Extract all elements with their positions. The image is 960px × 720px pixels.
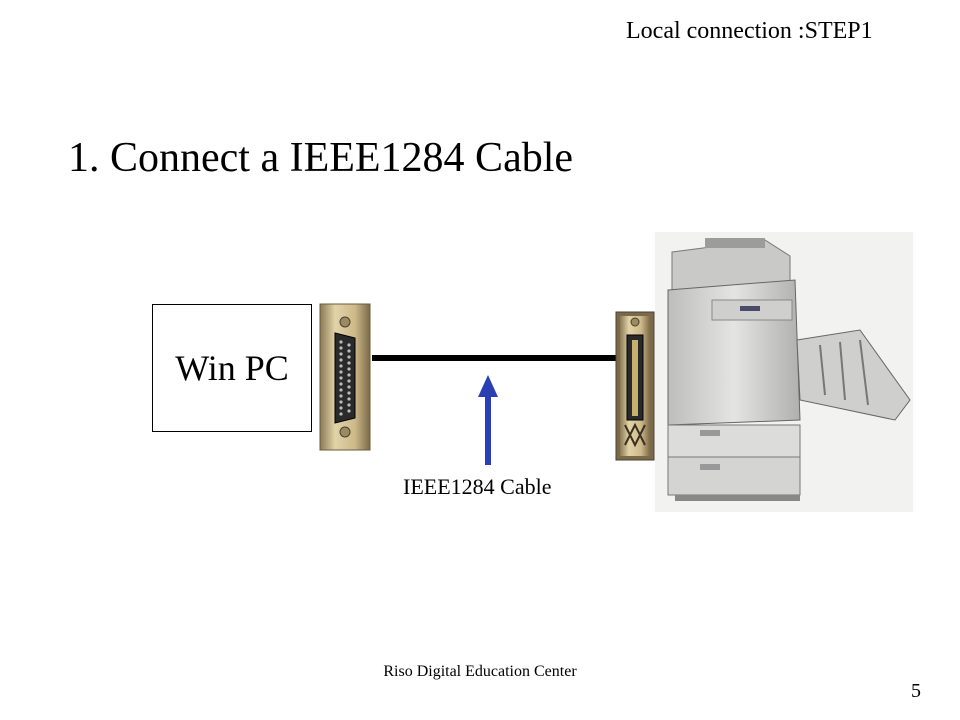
footer-org: Riso Digital Education Center	[383, 663, 577, 680]
page-number: 5	[911, 680, 921, 702]
db25-port-icon	[319, 303, 371, 451]
printer-icon	[655, 232, 913, 512]
centronics-port-icon	[615, 311, 655, 461]
win-pc-box: Win PC	[152, 304, 312, 432]
up-arrow-icon	[478, 375, 498, 465]
step-label: Local connection :STEP1	[626, 18, 873, 44]
win-pc-label: Win PC	[175, 348, 289, 388]
cable-label: IEEE1284 Cable	[403, 474, 552, 499]
slide-title: 1. Connect a IEEE1284 Cable	[68, 135, 574, 181]
